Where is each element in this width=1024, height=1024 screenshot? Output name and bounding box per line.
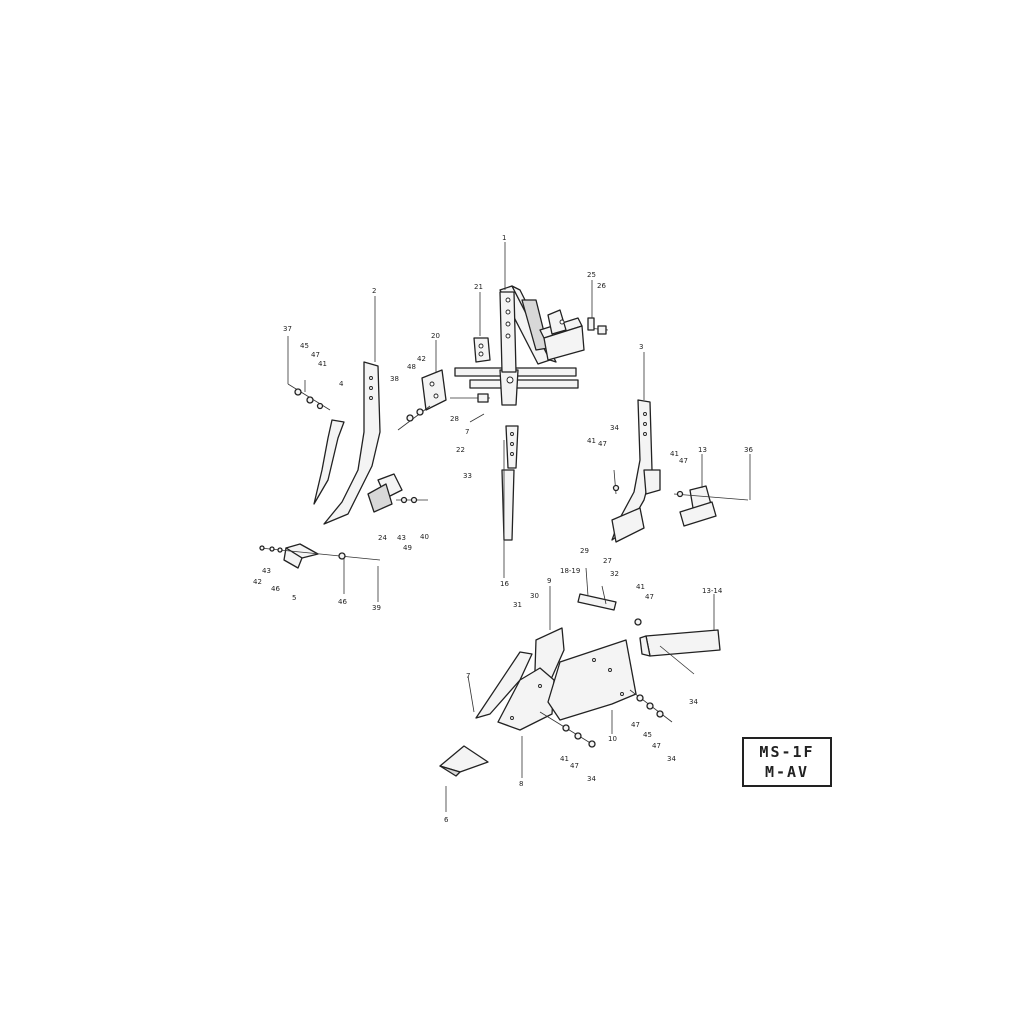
part-standard-33: [505, 425, 519, 469]
part-extension-13-14: [639, 629, 721, 657]
callout-47f: 47: [652, 742, 661, 750]
part-bolt-34a: [612, 469, 620, 495]
callout-46b: 46: [338, 598, 347, 606]
callout-41a: 41: [318, 360, 327, 368]
callout-49: 49: [403, 544, 412, 552]
part-plate-20: [421, 369, 447, 411]
callout-32: 32: [610, 570, 619, 578]
part-point-4: [313, 419, 345, 505]
callout-34a: 34: [610, 424, 619, 432]
model-code-box: MS-1F M-AV: [742, 737, 832, 787]
callout-24: 24: [378, 534, 387, 542]
callout-43b: 43: [262, 567, 271, 575]
callout-8: 8: [519, 780, 523, 788]
callout-42a: 42: [417, 355, 426, 363]
part-bolt-25: [587, 317, 609, 335]
callout-34d: 34: [587, 775, 596, 783]
part-bolt-28: [450, 393, 490, 403]
callout-39: 39: [372, 604, 381, 612]
callout-10: 10: [608, 735, 617, 743]
callout-41d: 41: [636, 583, 645, 591]
callout-47e: 47: [631, 721, 640, 729]
callout-7b: 7: [466, 672, 470, 680]
callout-16: 16: [500, 580, 509, 588]
callout-31: 31: [513, 601, 522, 609]
callout-47g: 47: [570, 762, 579, 770]
callout-42b: 42: [253, 578, 262, 586]
callout-5: 5: [292, 594, 296, 602]
callout-48: 48: [407, 363, 416, 371]
callout-34b: 34: [689, 698, 698, 706]
part-bolt-38: [397, 405, 431, 431]
part-clamp-5: [259, 543, 381, 569]
model-code-line1: MS-1F: [759, 743, 815, 761]
callout-28: 28: [450, 415, 459, 423]
part-moldboard-10: [547, 639, 637, 721]
part-bolt-7a: [469, 413, 485, 423]
callout-40: 40: [420, 533, 429, 541]
callout-47d: 47: [645, 593, 654, 601]
callout-22: 22: [456, 446, 465, 454]
callout-33: 33: [463, 472, 472, 480]
callout-9: 9: [547, 577, 551, 585]
part-curved-shank-2: [323, 361, 381, 525]
part-bracket-18-19: [577, 567, 617, 611]
callout-27: 27: [603, 557, 612, 565]
leader-lines: [287, 242, 751, 812]
callout-47c: 47: [679, 457, 688, 465]
callout-25: 25: [587, 271, 596, 279]
callout-26: 26: [597, 282, 606, 290]
callout-41c: 41: [670, 450, 679, 458]
callout-labels: 1 2 21 25 26 20 37 45 47 41 4 38 48 42 2…: [253, 234, 753, 824]
callout-21: 21: [474, 283, 483, 291]
part-curved-shank-3: [611, 399, 661, 543]
callout-18-19: 18-19: [560, 567, 580, 575]
model-code-line2: M-AV: [764, 763, 810, 781]
callout-41e: 41: [560, 755, 569, 763]
part-bolt-37: [287, 383, 331, 411]
callout-2: 2: [372, 287, 376, 295]
part-bracket-13: [673, 485, 749, 527]
callout-47b: 47: [598, 440, 607, 448]
callout-45a: 45: [300, 342, 309, 350]
part-landside-7: [475, 651, 533, 719]
callout-7a: 7: [465, 428, 469, 436]
part-bolt-34b: [659, 645, 695, 675]
part-share-6: [439, 745, 489, 777]
callout-34c: 34: [667, 755, 676, 763]
callout-36: 36: [744, 446, 753, 454]
callout-20: 20: [431, 332, 440, 340]
part-mount-block-24: [367, 473, 428, 513]
callout-3: 3: [639, 343, 643, 351]
part-shank-16: [501, 469, 515, 541]
callout-6: 6: [444, 816, 449, 824]
callout-29: 29: [580, 547, 589, 555]
callout-41b: 41: [587, 437, 596, 445]
callout-37: 37: [283, 325, 292, 333]
callout-13-14: 13-14: [702, 587, 723, 595]
callout-4: 4: [339, 380, 344, 388]
callout-30: 30: [530, 592, 539, 600]
callout-1: 1: [502, 234, 506, 242]
callout-43a: 43: [397, 534, 406, 542]
callout-13: 13: [698, 446, 707, 454]
callout-47a: 47: [311, 351, 320, 359]
part-bolt-set-lower: [539, 618, 673, 748]
part-main-frame: [454, 285, 585, 406]
callout-46a: 46: [271, 585, 280, 593]
part-bracket-21: [473, 337, 491, 363]
callout-45b: 45: [643, 731, 652, 739]
callout-38: 38: [390, 375, 399, 383]
